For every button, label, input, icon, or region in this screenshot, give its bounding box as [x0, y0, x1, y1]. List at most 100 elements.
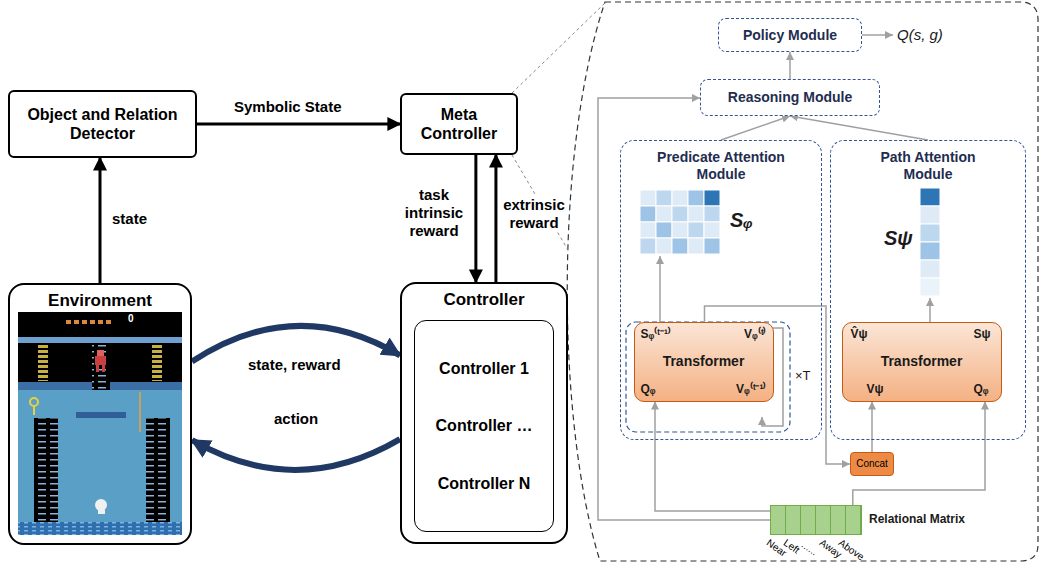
connector-arrow	[494, 155, 497, 282]
path-attention-vector-part	[920, 206, 940, 224]
game-screen	[18, 312, 182, 535]
attention-matrix-part	[688, 238, 704, 254]
zoom-region-part	[512, 3, 605, 93]
game-screen-part	[96, 365, 99, 372]
node-text: Predicate Attention Module	[656, 149, 786, 183]
path-attention-vector-part	[920, 260, 940, 278]
loop-box-part	[626, 322, 790, 432]
game-screen-part	[74, 320, 79, 324]
edge-label: Symbolic State	[232, 98, 344, 116]
node-text: Transformer	[663, 353, 745, 370]
node-text: Path Attention Module	[863, 149, 993, 183]
output-arrows	[660, 35, 930, 336]
attention-matrix-part	[656, 222, 672, 238]
path-attention-vector-part	[920, 224, 940, 242]
vector-label: Sψ	[884, 226, 913, 250]
node-text: Vψ	[867, 382, 884, 396]
attention-matrix-part	[688, 222, 704, 238]
node-text: Policy Module	[743, 27, 837, 44]
attention-matrix	[640, 190, 720, 254]
module-box: Reasoning Module	[700, 79, 880, 116]
game-screen-part	[30, 398, 38, 406]
relation-name: ......	[799, 539, 820, 558]
controller-list: Controller 1Controller …Controller N	[414, 320, 554, 532]
attention-matrix-part	[688, 190, 704, 206]
connector-arrow	[655, 402, 770, 512]
edge-label: state	[110, 210, 149, 228]
edge-label: action	[272, 410, 320, 428]
attention-matrix-part	[672, 206, 688, 222]
attention-matrix-part	[640, 190, 656, 206]
node-text: Sψ	[973, 327, 990, 341]
environment-panel: Environment	[8, 283, 192, 545]
connector-arrow	[790, 116, 928, 140]
connector-arrow	[99, 158, 102, 283]
module-group: Predicate Attention ModuleTransformer Sᵩ⁽…	[620, 140, 822, 440]
path-attention-vector-part	[920, 278, 940, 296]
attention-matrix-part	[640, 238, 656, 254]
attention-matrix-part	[672, 222, 688, 238]
game-screen-part	[38, 345, 48, 381]
node-text: Vᵩ⁽ᵗ⁻¹⁾	[736, 382, 766, 396]
module-group: Path Attention ModuleTransformerV̂ψSψVψQ…	[830, 140, 1026, 440]
game-screen-part	[33, 405, 35, 415]
attention-matrix-part	[656, 190, 672, 206]
game-screen-part	[110, 382, 182, 390]
node-text: Qᵩ	[641, 382, 656, 396]
output-arrows-part	[862, 34, 893, 36]
attention-matrix-part	[640, 206, 656, 222]
process-box: Object and Relation Detector	[8, 90, 197, 158]
game-screen-part	[18, 337, 182, 343]
game-screen-part	[18, 522, 182, 535]
game-screen-part	[66, 320, 71, 324]
attention-matrix-part	[704, 206, 720, 222]
edge-label: state, reward	[246, 356, 343, 374]
node-text: Controller 1	[439, 359, 529, 378]
node-text: Reasoning Module	[728, 89, 852, 106]
score-text: 0	[128, 313, 134, 325]
node-text: Object and Relation Detector	[10, 105, 195, 143]
zoom-region	[512, 2, 1038, 561]
game-screen-part	[18, 382, 92, 390]
repeat-label: ×T	[795, 368, 811, 384]
attention-matrix-part	[704, 190, 720, 206]
process-box: Meta Controller	[400, 93, 518, 155]
attention-matrix-part	[672, 190, 688, 206]
connector-arrow	[474, 155, 477, 282]
game-screen-part	[82, 320, 87, 324]
connector-arrow	[789, 52, 791, 79]
transformer-box: Transformer Sᵩ⁽ᵗ⁻¹⁾ Vᵩ⁽ᵗ⁾ Qᵩ Vᵩ⁽ᵗ⁻¹⁾	[634, 322, 774, 402]
node-text: V̂ψ	[851, 327, 868, 341]
relational-matrix: Relational Matrix	[770, 505, 862, 535]
attention-matrix-part	[640, 222, 656, 238]
game-screen-part	[95, 356, 106, 365]
loop-box	[626, 322, 790, 432]
node-text: Concat	[856, 458, 888, 470]
game-screen-part	[139, 392, 141, 432]
node-text: Controller …	[436, 416, 533, 435]
attention-matrix-part	[672, 238, 688, 254]
node-text: Controller	[443, 290, 524, 310]
connector-arrow	[197, 123, 400, 126]
connector-arrow	[721, 116, 790, 140]
edge-label: task intrinsic reward	[400, 186, 468, 240]
game-screen-part	[98, 510, 105, 514]
game-screen-part	[18, 312, 182, 535]
matrix-label: Sᵩ	[730, 208, 753, 232]
relation-name: Above	[836, 537, 866, 563]
attention-matrix-part	[688, 206, 704, 222]
concat-box: Concat	[850, 452, 894, 476]
game-screen-part	[106, 320, 111, 324]
zoom-region-part	[567, 2, 1038, 561]
node-text: Meta Controller	[402, 105, 516, 143]
output-label: Q(s, g)	[897, 26, 943, 44]
node-text: Sᵩ⁽ᵗ⁻¹⁾	[641, 327, 671, 341]
transformer-box: TransformerV̂ψSψVψQᵩ	[842, 322, 1002, 402]
path-attention-vector	[920, 188, 940, 296]
game-screen-part	[95, 499, 107, 511]
node-text: Transformer	[881, 353, 963, 370]
node-text: Vᵩ⁽ᵗ⁾	[744, 327, 766, 341]
game-screen-part	[98, 320, 103, 324]
connector-arrow	[192, 439, 400, 470]
